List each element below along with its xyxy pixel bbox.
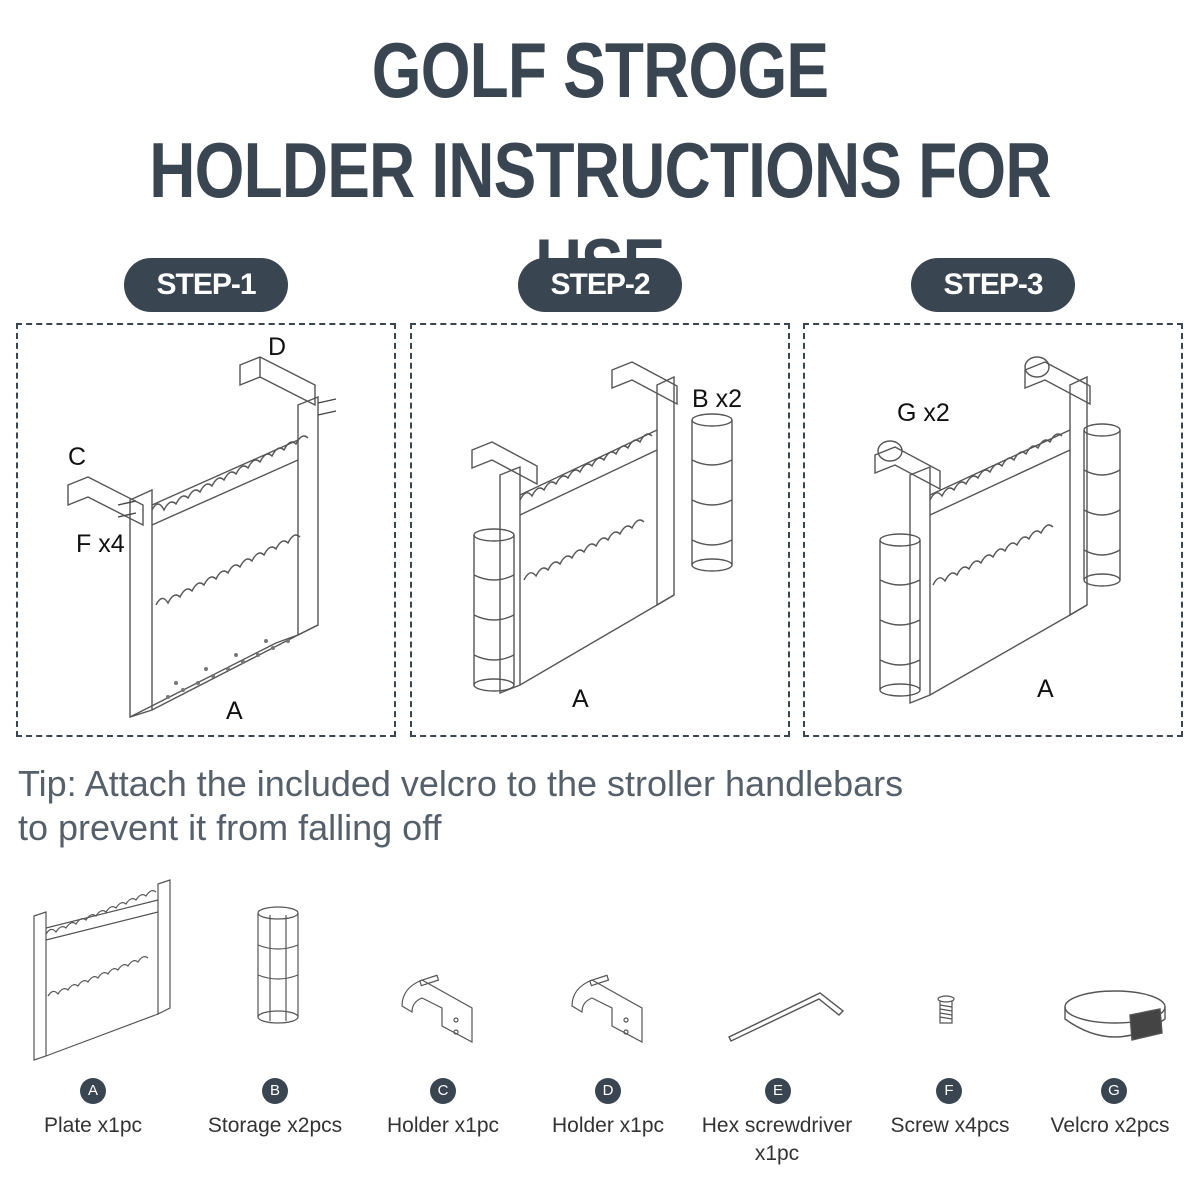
step-2-diagram	[471, 361, 733, 695]
callout-c: C	[68, 443, 87, 471]
callout-d: D	[268, 333, 287, 361]
velcro-strap-icon	[1064, 990, 1166, 1041]
page-title-line-1: GOLF STROGE	[371, 26, 829, 114]
callout-a: A	[226, 697, 243, 725]
part-c-name: Holder x1pc	[386, 1114, 500, 1137]
part-e-name-line-2: x1pc	[754, 1142, 800, 1165]
holder-bracket-icon	[401, 974, 473, 1043]
part-d-name: Holder x1pc	[551, 1114, 665, 1137]
step-2-badge: STEP-2	[518, 258, 682, 312]
part-e-name-line-1: Hex screwdriver	[701, 1114, 853, 1137]
callout-a: A	[1037, 675, 1054, 703]
screw-icon	[937, 995, 955, 1024]
tip-text: Tip: Attach the included velcro to the s…	[18, 762, 1178, 850]
step-1-panel: D C F x4 A	[16, 323, 396, 737]
part-g-badge: G	[1101, 1078, 1127, 1104]
part-f-badge: F	[936, 1078, 962, 1104]
part-a-name: Plate x1pc	[43, 1114, 143, 1137]
storage-tube-icon	[257, 906, 299, 1024]
step-2-panel: B x2 A	[410, 323, 790, 737]
part-b-badge: B	[262, 1078, 288, 1104]
tip-line-1: Tip: Attach the included velcro to the s…	[18, 763, 904, 804]
step-3-diagram	[874, 356, 1121, 705]
part-a-badge: A	[80, 1078, 106, 1104]
step-3-panel: G x2 A	[803, 323, 1183, 737]
part-b-name: Storage x2pcs	[207, 1114, 343, 1137]
part-d-badge: D	[595, 1078, 621, 1104]
plate-icon	[33, 879, 171, 1061]
step-3-badge: STEP-3	[911, 258, 1075, 312]
part-g-name: Velcro x2pcs	[1050, 1114, 1170, 1137]
holder-bracket-icon	[571, 974, 643, 1043]
part-e-name: Hex screwdriver x1pc	[682, 1112, 872, 1168]
step-1-diagram	[67, 356, 337, 718]
step-1-badge: STEP-1	[124, 258, 288, 312]
hex-key-icon	[728, 992, 845, 1042]
part-c-badge: C	[430, 1078, 456, 1104]
callout-g: G x2	[897, 399, 950, 427]
tip-line-2: to prevent it from falling off	[18, 807, 442, 848]
part-f-name: Screw x4pcs	[890, 1114, 1010, 1137]
part-e-badge: E	[765, 1078, 791, 1104]
callout-a: A	[572, 685, 589, 713]
callout-f: F x4	[76, 530, 125, 558]
callout-b: B x2	[692, 385, 743, 413]
